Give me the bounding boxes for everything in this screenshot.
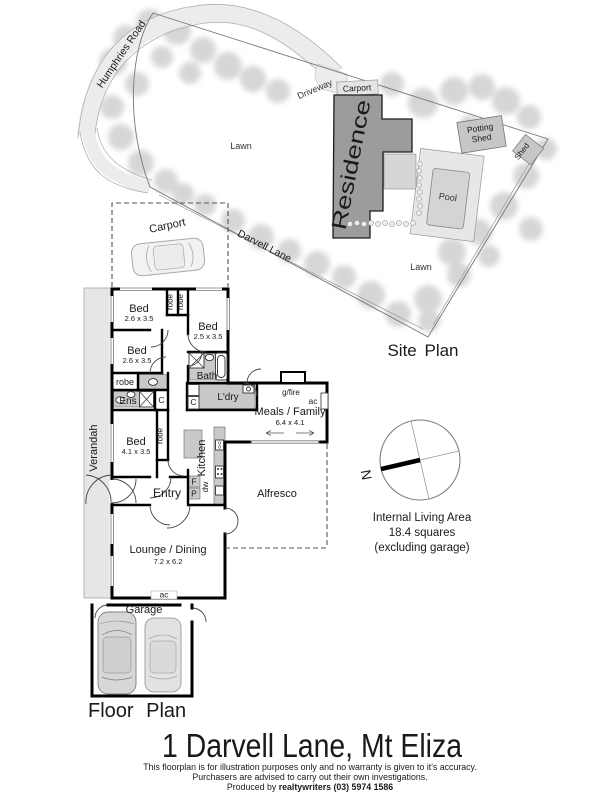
area-note: Internal Living Area 18.4 squares (exclu… bbox=[373, 512, 472, 554]
kitchen-island bbox=[183, 429, 203, 459]
trees bbox=[99, 9, 557, 332]
shed-box bbox=[512, 133, 545, 166]
gas-fire-bump bbox=[280, 371, 306, 384]
ac-lounge-box bbox=[150, 590, 178, 600]
robe2-label: robe bbox=[176, 293, 185, 310]
ac-meals-label: ac bbox=[309, 396, 319, 406]
bed4-dim: 4.1 x 3.5 bbox=[122, 447, 151, 456]
door-arcs bbox=[85, 329, 262, 623]
produced-line: Produced by realtywriters (03) 5974 1586 bbox=[227, 782, 393, 792]
bath-label: Bath bbox=[197, 371, 218, 382]
ac-lounge-label: ac bbox=[160, 590, 170, 600]
entry-label: Entry bbox=[153, 486, 181, 500]
ens-fixtures bbox=[115, 378, 158, 408]
kitchen-label: Kitchen bbox=[196, 440, 208, 477]
residence-shape bbox=[332, 94, 413, 239]
lawn-left-label: Lawn bbox=[230, 141, 252, 151]
meals-label: Meals / Family bbox=[255, 406, 326, 418]
lounge-dim: 7.2 x 6.2 bbox=[154, 557, 183, 566]
interior-walls bbox=[110, 287, 259, 507]
pool-label: Pool bbox=[438, 191, 457, 203]
disclaimer-line1: This floorplan is for illustration purpo… bbox=[143, 762, 477, 772]
verandah-area bbox=[83, 287, 113, 599]
footer: 1 Darvell Lane, Mt Eliza This floorplan … bbox=[143, 727, 477, 792]
kitchen-fixtures bbox=[215, 439, 224, 496]
garage-car-2 bbox=[144, 617, 182, 693]
potting-shed-box bbox=[456, 115, 507, 154]
area-note-line3: (excluding garage) bbox=[374, 542, 469, 554]
producer-text: realtywriters (03) 5974 1586 bbox=[279, 782, 394, 792]
laundry-fixtures bbox=[187, 384, 255, 410]
potting-shed-label-2: Shed bbox=[471, 131, 492, 144]
area-note-line1: Internal Living Area bbox=[373, 512, 472, 524]
alfresco-outline bbox=[225, 444, 328, 549]
pool-water bbox=[426, 168, 471, 230]
lawn-right-label: Lawn bbox=[410, 262, 432, 272]
pantry-label: P bbox=[191, 489, 197, 499]
meals-dim-arrows bbox=[265, 430, 315, 436]
cupboard1-label: C bbox=[158, 395, 164, 405]
gas-fire-label: g/fire bbox=[282, 388, 300, 397]
bed3-label: Bed bbox=[127, 345, 147, 357]
bed1-label: Bed bbox=[129, 303, 149, 315]
meals-window bbox=[250, 440, 320, 444]
humphries-road bbox=[77, 3, 343, 194]
compass-needle bbox=[380, 457, 421, 472]
garage-label: Garage bbox=[126, 604, 163, 616]
dw-label: dw bbox=[200, 481, 210, 493]
site-plan-title: Site Plan bbox=[387, 341, 458, 360]
bed4-label: Bed bbox=[126, 436, 146, 448]
carport-car bbox=[130, 237, 206, 277]
floor-plan-title: Floor Plan bbox=[88, 700, 186, 722]
site-carport-label: Carport bbox=[343, 82, 372, 94]
bed2-dim: 2.5 x 3.5 bbox=[194, 332, 223, 341]
bath-fixtures bbox=[188, 352, 228, 381]
ens-label: Ens bbox=[119, 396, 136, 407]
fridge-label: F bbox=[191, 477, 196, 487]
carport-label: Carport bbox=[148, 216, 186, 235]
produced-by-text: Produced by bbox=[227, 782, 279, 792]
disclaimer-line2: Purchasers are advised to carry out thei… bbox=[192, 772, 427, 782]
property-boundary bbox=[132, 12, 549, 338]
bed2-label: Bed bbox=[198, 321, 218, 333]
garage-car-1 bbox=[97, 611, 137, 695]
address-title: 1 Darvell Lane, Mt Eliza bbox=[162, 727, 463, 764]
robe1-label: robe bbox=[166, 293, 175, 310]
verandah-label: Verandah bbox=[88, 424, 100, 471]
cupboard2-label: C bbox=[190, 397, 196, 407]
stepping-stones bbox=[347, 161, 423, 227]
side-path-line bbox=[432, 146, 540, 326]
ac-meals-box bbox=[320, 392, 329, 410]
robe3-label: robe bbox=[116, 377, 134, 387]
garage-walls bbox=[90, 603, 194, 698]
darvell-lane-line bbox=[158, 194, 424, 330]
area-note-line2: 18.4 squares bbox=[389, 527, 456, 539]
laundry-label: L'dry bbox=[217, 392, 238, 403]
bed1-dim: 2.6 x 3.5 bbox=[125, 314, 154, 323]
lounge-label: Lounge / Dining bbox=[129, 544, 206, 556]
potting-shed-label-1: Potting bbox=[466, 121, 494, 135]
bed3-dim: 2.6 x 3.5 bbox=[123, 356, 152, 365]
alfresco-label: Alfresco bbox=[257, 488, 297, 500]
windows bbox=[109, 286, 231, 586]
meals-dim: 6.4 x 4.1 bbox=[276, 418, 305, 427]
compass-north-label: N bbox=[357, 468, 375, 481]
site-plan: Carport Residence Pool Potting bbox=[77, 3, 557, 360]
floor-plan: Carport Bed 2.6 x 3.5 robe robe Bed 2.5 … bbox=[83, 202, 329, 722]
compass: N bbox=[357, 419, 461, 501]
residence-annex bbox=[383, 153, 417, 190]
carport-outline bbox=[111, 202, 229, 287]
robe4-label: robe bbox=[156, 427, 165, 444]
